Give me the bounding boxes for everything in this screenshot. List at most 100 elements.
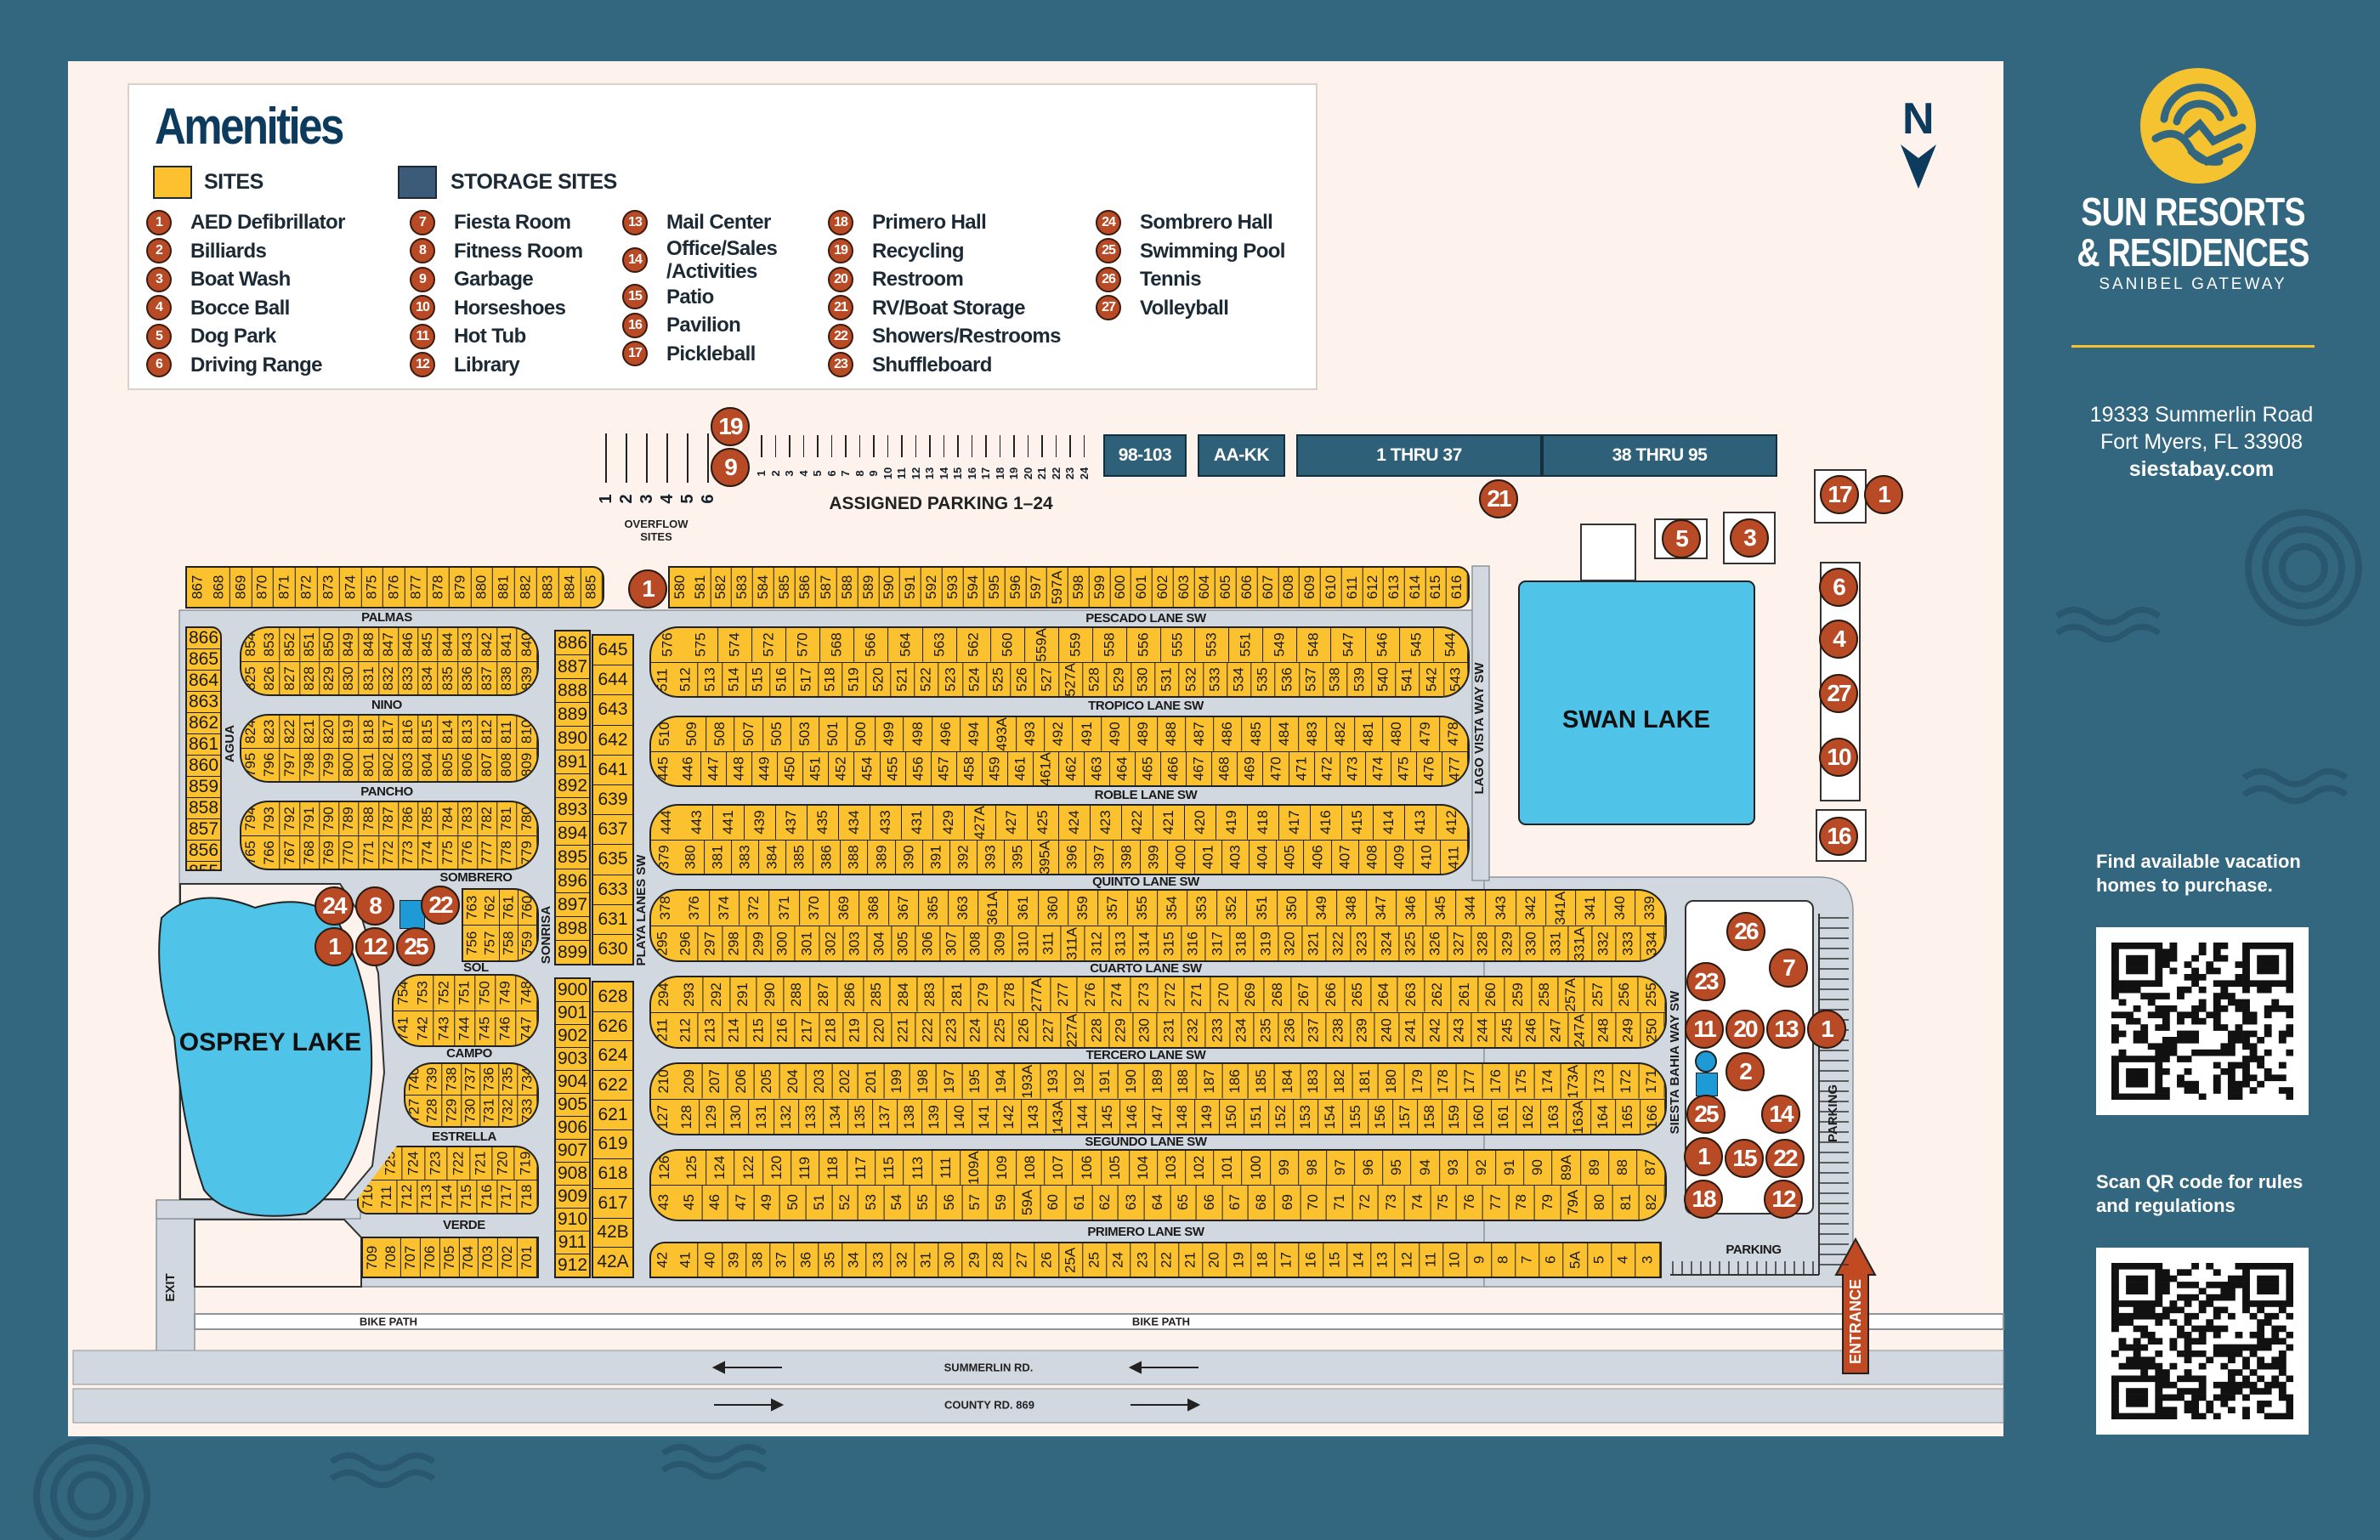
site-lot[interactable]: 761: [500, 890, 518, 925]
site-lot[interactable]: 326: [1423, 926, 1448, 960]
site-lot[interactable]: 767: [280, 835, 300, 869]
site-lot[interactable]: 410: [1413, 840, 1441, 874]
site-lot[interactable]: 361: [1008, 891, 1039, 926]
site-lot[interactable]: 180: [1379, 1064, 1405, 1099]
site-lot[interactable]: 42: [654, 1252, 671, 1268]
site-lot[interactable]: 398: [1114, 840, 1142, 874]
site-lot[interactable]: 420: [1185, 806, 1216, 840]
site-lot[interactable]: 572: [752, 628, 787, 662]
storage-38-thru-95[interactable]: 38 THRU 95: [1542, 434, 1777, 477]
site-lot[interactable]: 427A: [965, 806, 996, 840]
site-lot[interactable]: 793: [260, 802, 280, 835]
site-lot[interactable]: 729: [442, 1096, 462, 1126]
site-lot[interactable]: 266: [1318, 977, 1345, 1012]
site-lot[interactable]: 787: [378, 802, 400, 835]
site-lot[interactable]: 861: [187, 733, 220, 754]
site-lot[interactable]: 250: [1640, 1012, 1665, 1047]
site-lot[interactable]: 527: [1034, 662, 1060, 696]
site-lot[interactable]: 272: [1158, 977, 1185, 1012]
site-lot[interactable]: 204: [780, 1064, 807, 1099]
site-lot[interactable]: 155: [1343, 1099, 1368, 1134]
site-lot[interactable]: 477: [1442, 751, 1468, 785]
site-lot[interactable]: 80: [1586, 1186, 1613, 1220]
site-lot[interactable]: 624: [593, 1040, 632, 1070]
site-lot[interactable]: 525: [987, 662, 1012, 696]
site-lot[interactable]: 756: [463, 931, 480, 955]
site-lot[interactable]: 803: [399, 749, 419, 781]
site-lot[interactable]: 744: [454, 1011, 476, 1045]
site-lot[interactable]: 905: [556, 1093, 589, 1114]
site-lot[interactable]: 199: [884, 1064, 911, 1099]
site-lot[interactable]: 751: [454, 976, 476, 1011]
site-lot[interactable]: 329: [1495, 926, 1521, 960]
site-lot[interactable]: 473: [1340, 751, 1366, 785]
site-lot[interactable]: 195: [962, 1064, 989, 1099]
site-lot[interactable]: 589: [858, 568, 880, 607]
site-lot[interactable]: 641: [593, 754, 632, 784]
site-lot[interactable]: 174: [1534, 1064, 1561, 1099]
site-lot[interactable]: 762: [481, 890, 500, 925]
marker-aed[interactable]: 1: [1807, 1010, 1846, 1049]
site-lot[interactable]: 363: [949, 891, 979, 926]
marker-rv-storage[interactable]: 21: [1479, 479, 1518, 518]
site-lot[interactable]: 57: [962, 1186, 989, 1220]
site-lot[interactable]: 416: [1311, 806, 1342, 840]
site-lot[interactable]: 211: [654, 1018, 671, 1042]
marker-billiards[interactable]: 2: [1726, 1052, 1765, 1091]
site-lot[interactable]: 74: [1404, 1186, 1431, 1220]
site-lot[interactable]: 524: [962, 662, 988, 696]
site-lot[interactable]: 530: [1130, 662, 1156, 696]
site-lot[interactable]: 505: [762, 717, 791, 751]
site-lot[interactable]: 585: [774, 568, 796, 607]
site-lot[interactable]: 789: [339, 802, 360, 835]
site-lot[interactable]: 890: [556, 726, 589, 750]
site-lot[interactable]: 730: [461, 1096, 481, 1126]
site-lot[interactable]: 743: [434, 1011, 455, 1045]
storage-aa-kk[interactable]: AA-KK: [1198, 434, 1285, 477]
site-lot[interactable]: 593: [942, 568, 964, 607]
site-lot[interactable]: 353: [1187, 891, 1218, 926]
site-lot[interactable]: 371: [769, 891, 800, 926]
site-lot[interactable]: 106: [1073, 1151, 1102, 1185]
site-lot[interactable]: 87: [1637, 1151, 1665, 1185]
site-lot[interactable]: 790: [320, 802, 340, 835]
site-lot[interactable]: 89: [1580, 1151, 1609, 1185]
site-lot[interactable]: 22: [1154, 1243, 1180, 1277]
site-lot[interactable]: 397: [1086, 840, 1114, 874]
site-lot[interactable]: 786: [399, 802, 419, 835]
site-lot[interactable]: 594: [963, 568, 985, 607]
site-lot[interactable]: 218: [819, 1012, 844, 1047]
parking-space-number[interactable]: 23: [1063, 467, 1076, 480]
site-lot[interactable]: 255: [1638, 977, 1665, 1012]
site-lot[interactable]: 844: [438, 628, 458, 661]
site-lot[interactable]: 537: [1300, 662, 1324, 696]
site-lot[interactable]: 425: [1028, 806, 1059, 840]
site-lot[interactable]: 469: [1238, 751, 1264, 785]
site-lot[interactable]: 159: [1442, 1099, 1468, 1134]
site-lot[interactable]: 443: [682, 806, 713, 840]
site-lot[interactable]: 137: [873, 1099, 898, 1134]
site-lot[interactable]: 799: [320, 749, 340, 781]
site-lot[interactable]: 133: [798, 1099, 824, 1134]
site-lot[interactable]: 618: [593, 1158, 632, 1188]
site-lot[interactable]: 804: [418, 749, 439, 781]
site-lot[interactable]: 894: [556, 821, 589, 845]
site-lot[interactable]: 774: [418, 835, 439, 869]
site-lot[interactable]: 126: [656, 1155, 673, 1180]
site-lot[interactable]: 39: [722, 1243, 747, 1277]
site-lot[interactable]: 81: [1612, 1186, 1640, 1220]
site-lot[interactable]: 242: [1423, 1012, 1448, 1047]
site-lot[interactable]: 197: [936, 1064, 963, 1099]
site-lot[interactable]: 257A: [1558, 977, 1585, 1012]
site-lot[interactable]: 102: [1186, 1151, 1215, 1185]
site-lot[interactable]: 535: [1251, 662, 1276, 696]
site-lot[interactable]: 900: [557, 980, 588, 999]
site-lot[interactable]: 797: [280, 749, 300, 781]
site-lot[interactable]: 127: [654, 1104, 672, 1129]
site-lot[interactable]: 380: [677, 840, 706, 874]
site-lot[interactable]: 875: [361, 568, 384, 607]
site-lot[interactable]: 361A: [978, 891, 1009, 926]
site-lot[interactable]: 796: [260, 749, 280, 781]
site-lot[interactable]: 295: [654, 931, 671, 955]
site-lot[interactable]: 723: [425, 1147, 448, 1180]
